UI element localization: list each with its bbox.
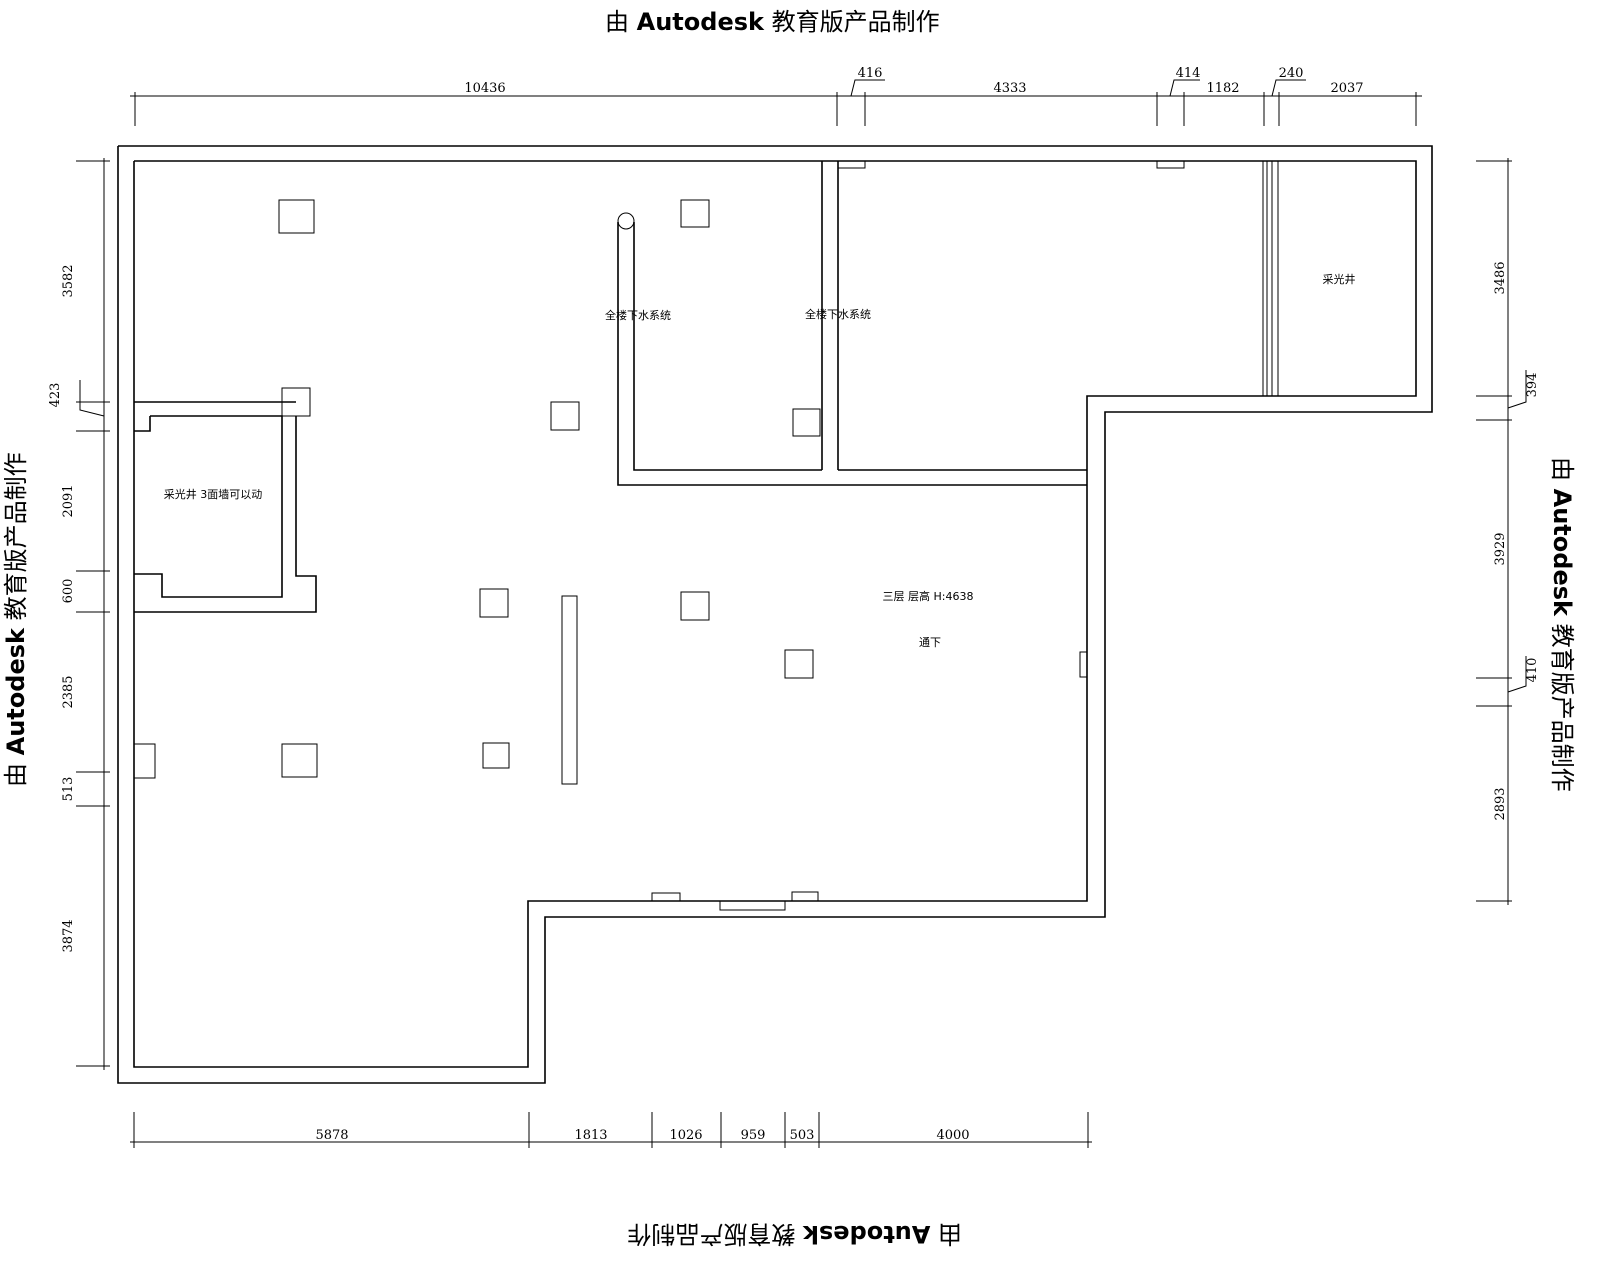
dim-bottom-2: 1813 xyxy=(574,1128,607,1143)
label-drain-system-2: 全楼下水系统 xyxy=(805,307,871,321)
dim-right-5: 2893 xyxy=(1493,787,1508,820)
left-pilaster xyxy=(134,743,156,779)
column xyxy=(680,591,710,621)
dim-right-1: 3486 xyxy=(1493,261,1508,294)
dim-top-4: 414 xyxy=(1176,66,1201,81)
dim-left-4: 600 xyxy=(61,579,76,604)
dim-left-3: 2091 xyxy=(61,484,76,517)
dim-right-2: 394 xyxy=(1525,373,1540,398)
label-going-down: 通下 xyxy=(919,636,941,649)
dim-bottom-3: 1026 xyxy=(669,1128,702,1143)
label-light-well-right: 采光井 xyxy=(1323,272,1356,286)
dim-leader xyxy=(1169,79,1200,97)
dim-leader xyxy=(850,79,885,97)
dim-leader xyxy=(1271,79,1306,97)
drain-pipe-circle xyxy=(617,212,635,230)
top-notch-2 xyxy=(1156,161,1185,169)
dim-left-5: 2385 xyxy=(61,675,76,708)
dimension-lines xyxy=(76,79,1527,1148)
dim-top-1: 10436 xyxy=(464,81,505,96)
dim-leader xyxy=(1507,370,1527,409)
dim-leader xyxy=(1507,656,1527,693)
label-light-well-left: 采光井 3面墙可以动 xyxy=(164,487,263,501)
outer-wall-outline xyxy=(117,145,1433,1084)
watermark-top: 由 Autodesk 教育版产品制作 xyxy=(605,2,940,37)
dim-bottom-1: 5878 xyxy=(315,1128,348,1143)
bottom-bump-2 xyxy=(719,901,786,911)
column xyxy=(680,199,710,228)
top-notch-1 xyxy=(837,161,866,169)
dim-top-3: 4333 xyxy=(993,81,1026,96)
dim-leader xyxy=(79,380,105,417)
left-well-enclosure xyxy=(134,415,283,598)
dim-left-6: 513 xyxy=(61,777,76,802)
watermark-suffix: 教育版产品制作 xyxy=(763,8,940,36)
bottom-bump-1 xyxy=(651,892,681,901)
dim-left-2: 423 xyxy=(48,383,63,408)
bottom-bump-3 xyxy=(791,891,819,901)
beam-strip xyxy=(561,595,578,785)
column xyxy=(281,743,318,778)
dim-bottom-6: 4000 xyxy=(936,1128,969,1143)
dim-right-3: 3929 xyxy=(1493,532,1508,565)
left-well-top-wall-inner xyxy=(134,416,151,432)
right-pilaster xyxy=(1079,651,1087,678)
room-labels: 采光井 采光井 3面墙可以动 全楼下水系统 全楼下水系统 三层 层高 H:463… xyxy=(164,272,1356,649)
dim-top-5: 1182 xyxy=(1206,81,1239,96)
dim-bottom-4: 959 xyxy=(741,1128,766,1143)
dim-top-2: 416 xyxy=(858,66,883,81)
outer-walls xyxy=(117,145,1433,1084)
column xyxy=(278,199,315,234)
label-drain-system-1: 全楼下水系统 xyxy=(605,308,671,322)
dim-bottom-5: 503 xyxy=(790,1128,815,1143)
watermark-brand: Autodesk xyxy=(636,8,764,36)
interior-walls xyxy=(134,161,1279,911)
duct-wall-inner xyxy=(633,222,822,471)
inner-wall-outline xyxy=(133,160,1417,1068)
dimension-texts: 10436 416 4333 414 1182 240 2037 5878 18… xyxy=(48,66,1540,1143)
dim-right-4: 410 xyxy=(1525,658,1540,683)
column xyxy=(482,742,510,769)
column xyxy=(792,408,821,437)
columns xyxy=(278,199,821,785)
watermark-prefix: 由 xyxy=(605,8,637,36)
dim-top-7: 2037 xyxy=(1330,81,1363,96)
column xyxy=(550,401,580,431)
label-floor-height: 三层 层高 H:4638 xyxy=(883,589,974,603)
dim-left-7: 3874 xyxy=(61,919,76,952)
dim-top-6: 240 xyxy=(1279,66,1304,81)
column xyxy=(784,649,814,679)
dim-left-1: 3582 xyxy=(61,264,76,297)
duct-wall-outer xyxy=(617,222,1087,486)
column xyxy=(479,588,509,618)
left-well-right-wall xyxy=(134,416,317,613)
